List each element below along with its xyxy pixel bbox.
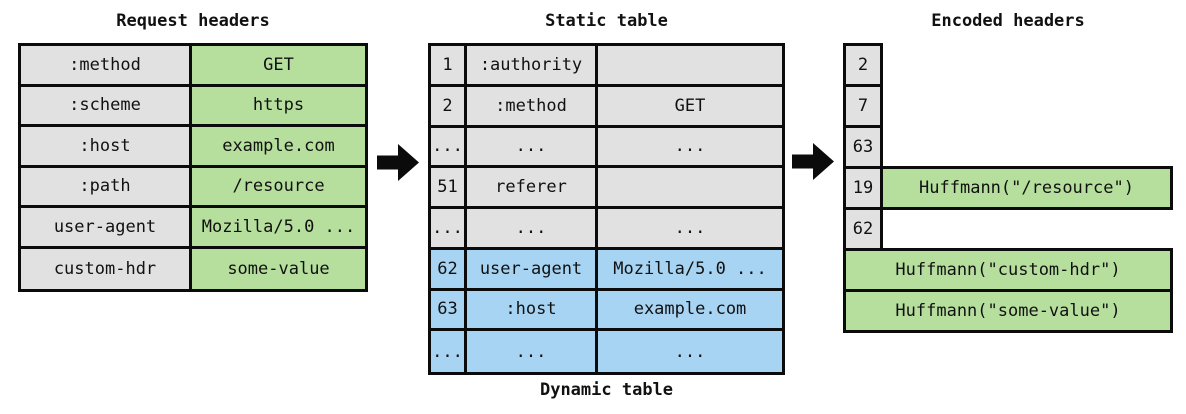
request-headers-title: Request headers (116, 11, 270, 31)
header-name-cell: custom-hdr (21, 248, 192, 289)
encoded-huffman-literal-cell: Huffmann("custom-hdr") (843, 248, 1173, 292)
encoded-huffman-value-cell: Huffmann("/resource") (880, 166, 1173, 210)
table-name-cell: :authority (467, 46, 598, 87)
static-table-title: Static table (545, 11, 668, 31)
encoded-headers-title: Encoded headers (931, 11, 1085, 31)
table-value-cell (598, 46, 782, 87)
request-headers-table: :method GET :scheme https :host example.… (18, 43, 368, 292)
table-value-cell: ... (598, 127, 782, 169)
encoded-index-cell: 62 (843, 207, 883, 251)
encoded-index-cell: 63 (843, 125, 883, 169)
table-name-cell: :method (467, 86, 598, 128)
header-name-cell: :host (21, 127, 192, 168)
encoded-huffman-literal-cell: Huffmann("some-value") (843, 289, 1173, 333)
dynamic-table-name-cell: :host (467, 290, 598, 332)
header-value-cell: example.com (192, 127, 365, 168)
header-value-cell: /resource (192, 167, 365, 208)
header-value-cell: https (192, 86, 365, 127)
dynamic-table-value-cell: ... (598, 331, 782, 372)
table-index-cell: 2 (431, 86, 467, 128)
header-name-cell: :method (21, 46, 192, 87)
right-arrow-icon (792, 143, 834, 180)
header-name-cell: :scheme (21, 86, 192, 127)
encoded-index-cell: 2 (843, 43, 883, 87)
dynamic-table-index-cell: 62 (431, 249, 467, 291)
dynamic-table-value-cell: Mozilla/5.0 ... (598, 249, 782, 291)
dynamic-table-index-cell: 63 (431, 290, 467, 332)
table-name-cell: referer (467, 168, 598, 209)
dynamic-table-value-cell: example.com (598, 290, 782, 332)
dynamic-table-name-cell: user-agent (467, 249, 598, 291)
header-value-cell: Mozilla/5.0 ... (192, 208, 365, 249)
header-value-cell: GET (192, 46, 365, 87)
right-arrow-icon (377, 144, 419, 181)
header-name-cell: user-agent (21, 208, 192, 249)
header-value-cell: some-value (192, 248, 365, 289)
table-value-cell (598, 168, 782, 209)
table-index-cell: 1 (431, 46, 467, 87)
table-value-cell: GET (598, 86, 782, 128)
dynamic-table-name-cell: ... (467, 331, 598, 372)
table-name-cell: ... (467, 127, 598, 169)
table-value-cell: ... (598, 209, 782, 250)
dynamic-table-caption: Dynamic table (539, 380, 674, 400)
table-name-cell: ... (467, 209, 598, 250)
dynamic-table-index-cell: ... (431, 331, 467, 372)
header-name-cell: :path (21, 167, 192, 208)
table-index-cell: ... (431, 127, 467, 169)
table-index-cell: ... (431, 209, 467, 250)
static-table: 1 :authority 2 :method GET ... ... ... 5… (428, 43, 785, 375)
encoded-index-cell: 7 (843, 84, 883, 128)
table-index-cell: 51 (431, 168, 467, 209)
encoded-index-cell: 19 (843, 166, 883, 210)
